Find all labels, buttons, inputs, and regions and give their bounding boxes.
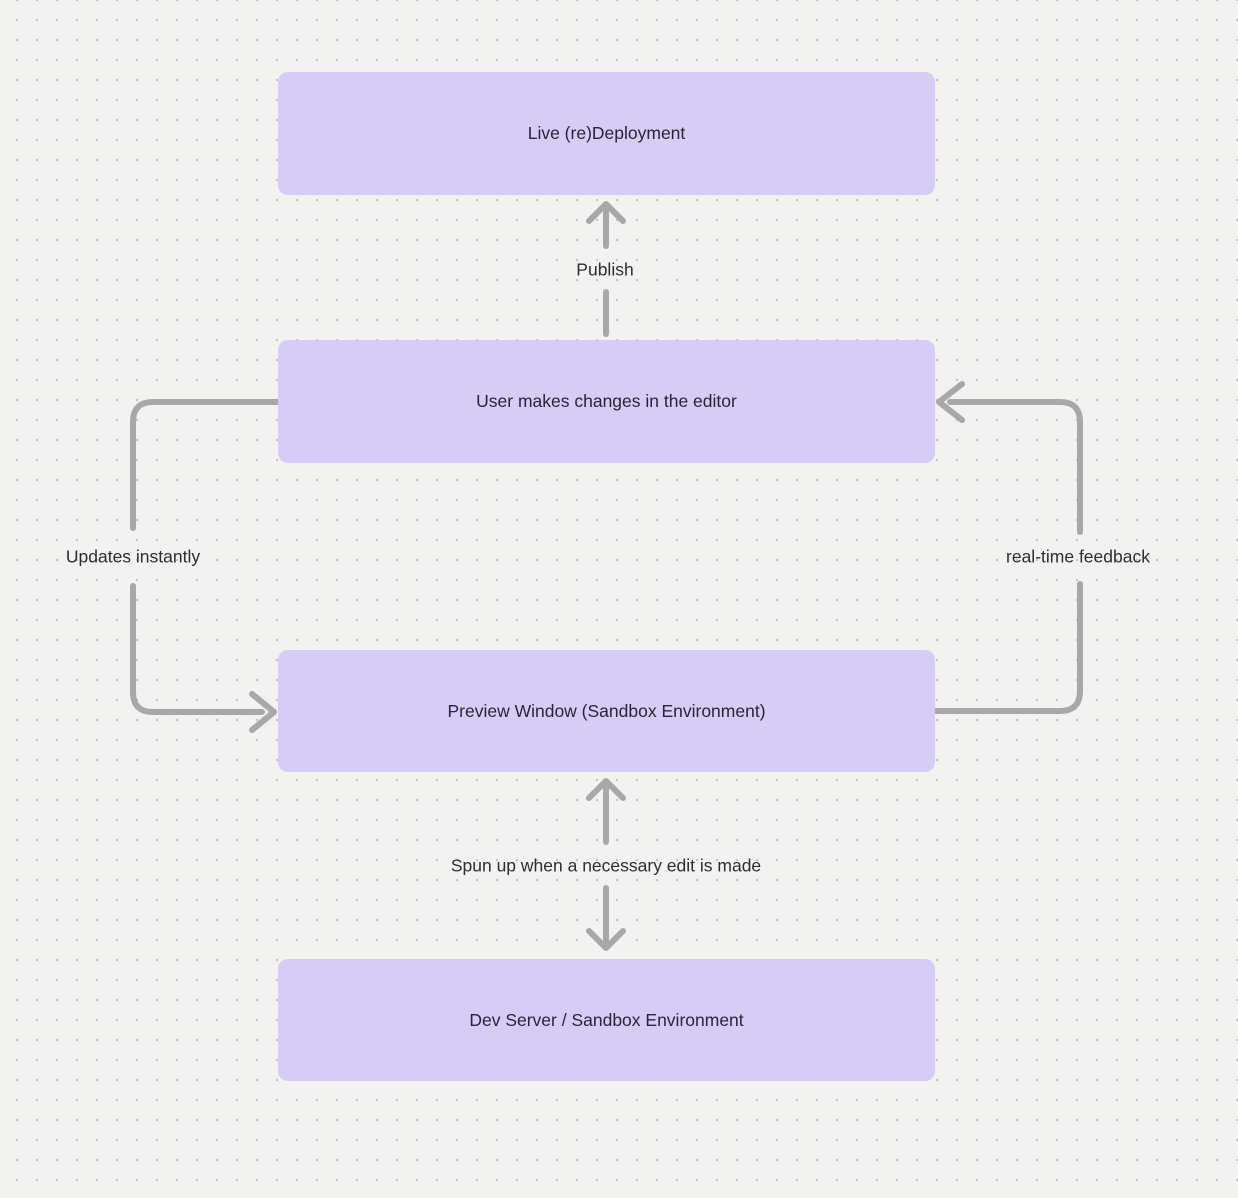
node-live-redeployment[interactable]: Live (re)Deployment: [278, 72, 935, 195]
edge-label-real-time-feedback: real-time feedback: [1006, 546, 1150, 567]
node-user-edits[interactable]: User makes changes in the editor: [278, 340, 935, 463]
feedback-arrowhead-left-icon: [936, 381, 965, 423]
node-dev-server-label: Dev Server / Sandbox Environment: [469, 1009, 744, 1030]
node-preview-window[interactable]: Preview Window (Sandbox Environment): [278, 650, 935, 772]
updates-connector-lower: [130, 583, 265, 715]
publish-arrowhead-up-icon: [586, 201, 626, 224]
spunup-arrowhead-up-icon: [586, 778, 626, 801]
updates-arrowhead-right-icon: [249, 691, 277, 733]
node-dev-server[interactable]: Dev Server / Sandbox Environment: [278, 959, 935, 1081]
edge-label-spun-up: Spun up when a necessary edit is made: [450, 855, 762, 876]
updates-connector-upper: [130, 399, 281, 531]
feedback-connector-upper: [947, 399, 1083, 535]
node-user-edits-label: User makes changes in the editor: [476, 391, 737, 411]
edge-label-publish: Publish: [576, 259, 634, 280]
node-live-redeployment-label: Live (re)Deployment: [527, 123, 686, 143]
spunup-arrowhead-down-icon: [586, 928, 626, 951]
edge-label-updates-instantly: Updates instantly: [65, 546, 201, 567]
node-preview-window-label: Preview Window (Sandbox Environment): [447, 700, 766, 721]
feedback-connector-lower: [932, 581, 1083, 714]
